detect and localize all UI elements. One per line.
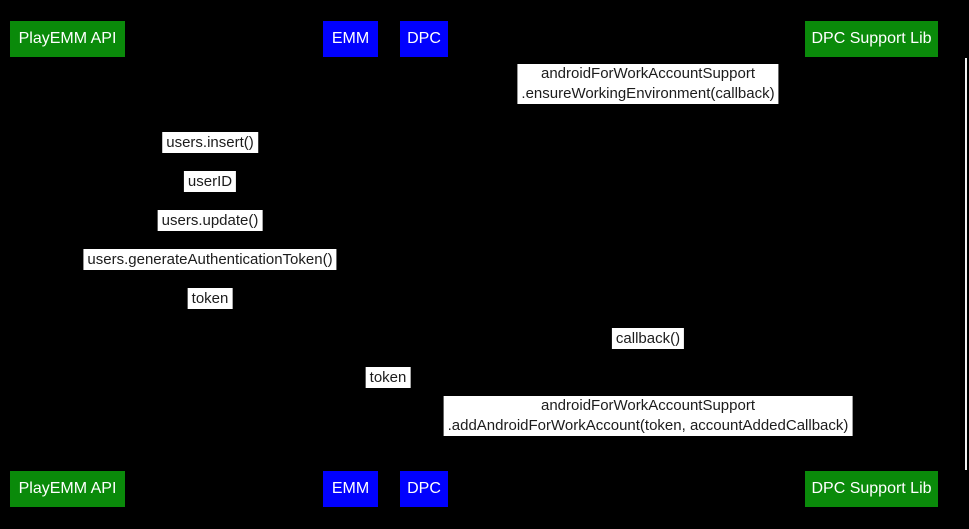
actor-emm-bottom: EMM xyxy=(323,471,378,507)
message-line: androidForWorkAccountSupport xyxy=(540,65,755,82)
message-add-android-for-work-account: androidForWorkAccountSupport .addAndroid… xyxy=(443,396,853,436)
actor-dpc-bottom: DPC xyxy=(400,471,448,507)
actor-label: DPC Support Lib xyxy=(811,30,932,47)
actor-dpc-support-lib-bottom: DPC Support Lib xyxy=(805,471,938,507)
actor-emm-top: EMM xyxy=(323,21,378,57)
actor-playemm-api-top: PlayEMM API xyxy=(10,21,125,57)
lifeline xyxy=(965,58,967,470)
message-ensure-working-environment: androidForWorkAccountSupport .ensureWork… xyxy=(517,64,779,104)
message-users-insert: users.insert() xyxy=(162,132,258,153)
actor-label: EMM xyxy=(331,480,370,497)
actor-label: DPC xyxy=(407,30,441,47)
actor-label: EMM xyxy=(331,30,370,47)
actor-dpc-top: DPC xyxy=(400,21,448,57)
message-generate-authentication-token: users.generateAuthenticationToken() xyxy=(83,249,337,270)
message-token-to-dpc: token xyxy=(365,367,411,388)
actor-label: DPC Support Lib xyxy=(811,480,932,497)
message-line: androidForWorkAccountSupport xyxy=(541,397,755,414)
actor-dpc-support-lib-top: DPC Support Lib xyxy=(805,21,938,57)
actor-label: PlayEMM API xyxy=(18,30,117,47)
actor-playemm-api-bottom: PlayEMM API xyxy=(10,471,125,507)
message-token-to-emm: token xyxy=(187,288,233,309)
message-callback: callback() xyxy=(611,328,685,349)
message-line: .addAndroidForWorkAccount(token, account… xyxy=(447,417,849,434)
message-users-update: users.update() xyxy=(157,210,263,231)
message-userid: userID xyxy=(183,171,237,192)
actor-label: PlayEMM API xyxy=(18,480,117,497)
message-line: .ensureWorkingEnvironment(callback) xyxy=(521,85,775,102)
actor-label: DPC xyxy=(407,480,441,497)
